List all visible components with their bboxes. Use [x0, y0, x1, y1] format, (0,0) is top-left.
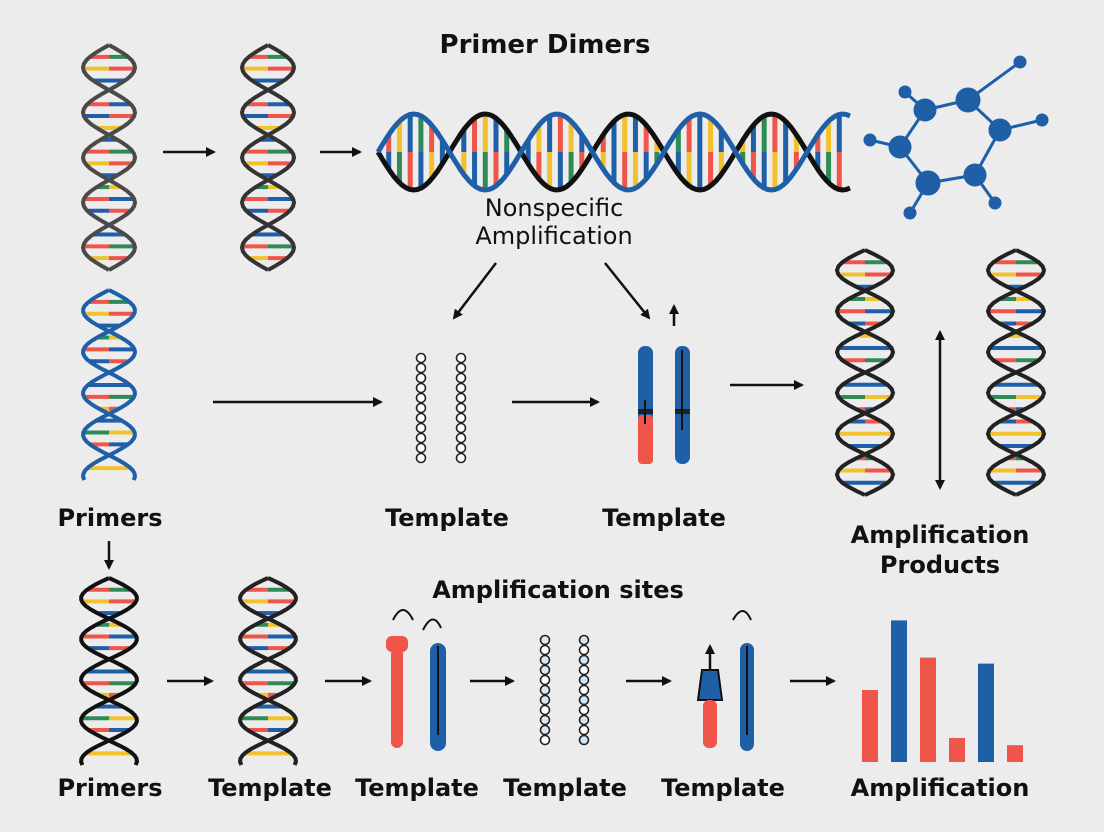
template-label: Template	[385, 504, 509, 532]
dna-helix	[238, 576, 298, 766]
blue-primer-probe	[732, 610, 754, 751]
bottom-label-template: Template	[661, 774, 785, 802]
bottom-label-template: Template	[503, 774, 627, 802]
primer-tube	[638, 346, 653, 464]
bottom-label-amplification: Amplification	[850, 774, 1030, 802]
title: Primer Dimers	[439, 30, 651, 60]
bar	[920, 657, 936, 762]
dna-helix-blue	[81, 288, 137, 481]
arrow	[452, 262, 497, 320]
amplification-bar-chart	[862, 620, 1023, 762]
dna-helix	[985, 248, 1047, 497]
primers-label: Primers	[57, 504, 163, 532]
bead-strand	[539, 634, 551, 746]
bead-strand	[415, 352, 427, 464]
primer-tube	[675, 346, 690, 464]
nonspecific-label-line1: Nonspecific	[484, 194, 624, 222]
products-label-line2: Products	[879, 551, 1001, 579]
products-label-line1: Amplification	[850, 521, 1030, 549]
arrow	[604, 262, 651, 320]
bead-strand	[578, 634, 590, 746]
dna-helix	[80, 43, 138, 272]
red-primer-probe	[386, 609, 414, 748]
bead-strand	[455, 352, 467, 464]
nonspecific-label-line2: Amplification	[475, 222, 633, 250]
dna-helix	[834, 248, 896, 497]
bar	[1007, 745, 1023, 762]
molecule-network-icon	[863, 55, 1049, 220]
bottom-label-template: Template	[208, 774, 332, 802]
template-label: Template	[602, 504, 726, 532]
blue-primer-probe	[422, 618, 446, 751]
dna-helix	[79, 576, 139, 766]
bar	[862, 690, 878, 762]
flask-primer	[696, 669, 724, 748]
horizontal-dna-helix	[375, 111, 851, 193]
bar	[891, 620, 907, 762]
sites-label: Amplification sites	[432, 576, 684, 604]
bottom-label-primers: Primers	[57, 774, 163, 802]
bar	[949, 738, 965, 762]
dna-helix	[239, 43, 297, 272]
bottom-label-template: Template	[355, 774, 479, 802]
bar	[978, 663, 994, 762]
